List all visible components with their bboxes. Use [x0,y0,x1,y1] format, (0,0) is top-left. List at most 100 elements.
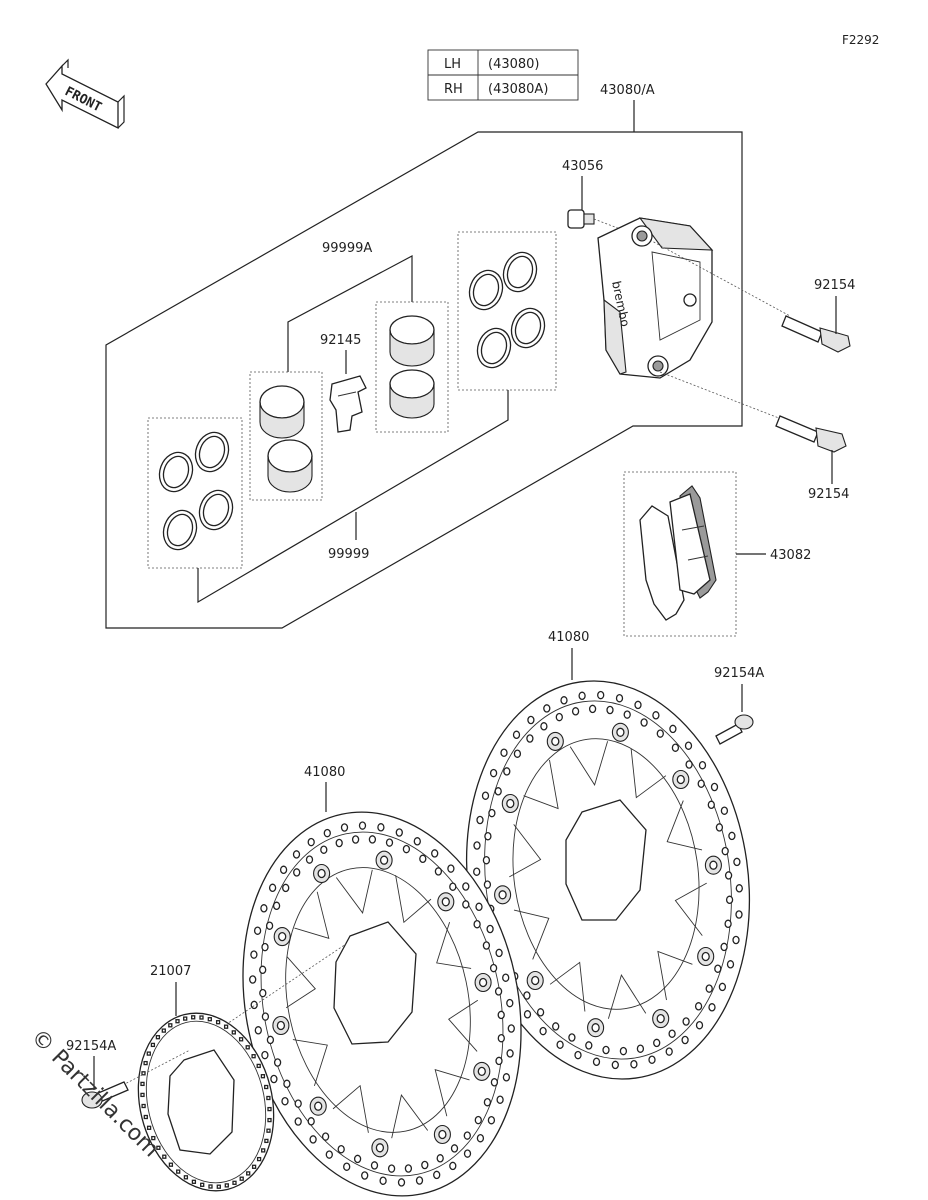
sensor-rotor-tooth [246,1171,251,1176]
disc-right-hole [707,800,715,810]
sensor-rotor-tooth [207,1017,212,1022]
disc-right-hole [555,712,563,722]
disc-right-hole [671,743,680,752]
disc-left-hole [261,1012,270,1021]
disc-left-hole [387,1164,396,1173]
disc-right-hole [473,841,481,850]
disc-left-spoke [448,999,479,1052]
disc-left-spoke [395,875,432,924]
disc-left-hole [261,1050,269,1060]
sensor-rotor-tooth [199,1015,204,1020]
disc-right-hole [634,700,642,710]
seal-kit-a-box-right [375,301,449,433]
sensor-rotor-tooth [261,1148,266,1153]
sensor-rotor-tooth [183,1016,188,1021]
disc-left-hole [450,1144,459,1153]
sensor-rotor-tooth [224,1183,229,1188]
disc-left-hole [413,837,421,846]
disc-left-float-button-hole [438,1129,447,1140]
disc-left-hole [293,868,301,877]
disc-left-hole [321,1132,330,1141]
disc-right-hole [512,730,521,740]
figure-code: F2292 [842,33,879,47]
pad-spring [329,375,367,433]
front-arrow-icon: FRONT [45,58,125,130]
disc-right-float-button-hole [701,951,710,962]
disc-right-float-button-hole [498,890,507,900]
disc-left-float-button-hole [477,1066,486,1077]
disc-left-hole [353,1154,362,1164]
caliper-bolt-lower [775,415,847,453]
callout-pad-spring: 92145 [320,333,361,348]
disc-left-spoke [294,891,330,939]
sensor-rotor-tooth [141,1103,146,1109]
disc-right-hole [503,767,511,776]
disc-left-hole [307,1117,315,1126]
disc-left-hole [506,1049,514,1058]
disc-right-hole [708,1003,716,1012]
disc-left-hole [397,1178,406,1187]
disc-left-hole [497,1010,505,1020]
disc-left-hole [486,924,494,934]
disc-right-hole [718,982,727,992]
side-table-lh: LH [444,57,461,72]
disc-right-hole [592,1057,601,1067]
disc-left-spoke [434,1069,470,1117]
disc-left-hole [506,998,514,1008]
disc-left-hole [268,883,277,893]
callout-sensor-rotor: 21007 [150,964,191,979]
caliper-assembly-outline [105,112,743,629]
callout-brake-pads: 43082 [770,548,811,563]
callout-bolt-upper: 92154 [814,278,855,293]
disc-right-spoke [549,961,586,1012]
disc-right-hole [653,1038,661,1048]
disc-right-hole [630,1059,638,1069]
sensor-rotor-tooth [266,1095,271,1101]
callout-seal-kit-a: 99999A [322,241,372,256]
sensor-rotor-tooth [239,1176,244,1181]
disc-left-hole [265,921,274,930]
sensor-rotor-tooth [216,1184,221,1189]
disc-right-float-button-hole [591,1023,600,1033]
disc-left-hole [282,883,290,893]
disc-right-hole [714,964,722,973]
disc-right-hole [513,749,522,758]
disc-right-hole [726,960,735,969]
callout-disc-left: 41080 [304,765,345,780]
callout-bleeder: 43056 [562,159,603,174]
disc-right-hole [705,984,713,993]
disc-right-hole [571,707,580,716]
disc-left-spoke [332,1084,369,1133]
disc-left-hole [361,1171,369,1180]
disc-right-hole [656,729,664,738]
disc-right-hole [482,855,491,865]
disc-right-hole [669,724,677,734]
disc-right-hole [619,1046,628,1056]
disc-left-hole [473,919,481,929]
disc-left-hole [307,837,315,847]
disc-left-float-button-hole [478,977,488,988]
sensor-rotor-tooth [267,1117,272,1123]
disc-right-hole [526,734,534,743]
disc-left-hole [294,1099,302,1108]
disc-right-hole [724,919,732,929]
sensor-rotor-tooth [175,1019,180,1024]
disc-left-hole [475,902,483,912]
disc-right-hole [578,691,586,701]
disc-left-hole [507,1024,515,1033]
disc-right-hole [623,710,631,719]
disc-right-hole [494,787,502,796]
disc-left-hole [379,1176,387,1185]
sensor-rotor-tooth [156,1145,161,1150]
sensor-rotor-tooth [200,1182,205,1187]
disc-left-hole [449,1161,457,1171]
disc-left-hole [487,1115,496,1125]
disc-right-hole [648,1055,656,1064]
sensor-rotor-tooth [264,1084,269,1090]
disc-right-hole [640,718,648,727]
sensor-rotor-tooth [150,1042,156,1048]
disc-right-spoke [523,759,559,810]
sensor-rotor-tooth [245,1045,250,1050]
sensor-rotor-tooth [251,1054,256,1059]
